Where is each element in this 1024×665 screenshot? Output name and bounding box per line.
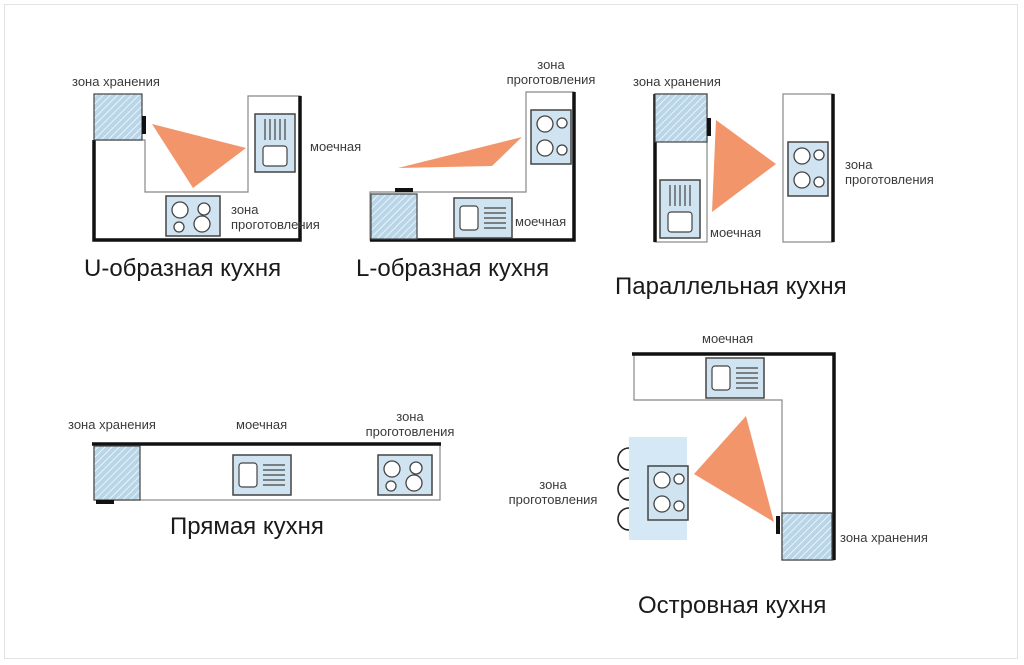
u-kitchen-title: U-образная кухня (84, 255, 282, 282)
parallel-sink-label: моечная (710, 225, 762, 240)
straight-kitchen-title: Прямая кухня (170, 513, 324, 540)
u-hob (165, 195, 221, 237)
l-storage-cabinet (370, 193, 418, 240)
straight-sink (232, 454, 292, 496)
l-sink (453, 197, 513, 239)
straight-cooking-label: зона проготовления (365, 409, 455, 439)
parallel-cooking-label: зона проготовления (845, 157, 934, 187)
island-work-triangle (694, 416, 774, 522)
island-sink (705, 357, 765, 399)
parallel-storage-label: зона хранения (633, 74, 721, 89)
parallel-sink (659, 179, 701, 239)
u-cooking-label: зона проготовления (231, 202, 320, 232)
parallel-kitchen-plan (653, 93, 835, 243)
diagram-frame (4, 4, 1018, 659)
straight-storage-label: зона хранения (68, 417, 156, 432)
straight-kitchen-plan (92, 442, 441, 504)
u-storage-cabinet (93, 93, 143, 141)
parallel-storage-cabinet (654, 93, 708, 143)
island-cooking-label: зона проготовления (508, 477, 598, 507)
island-sink-label: моечная (702, 331, 754, 346)
straight-storage-cabinet (93, 445, 141, 501)
island-storage-label: зона хранения (840, 530, 928, 545)
u-kitchen-plan (92, 93, 302, 242)
island-kitchen-plan (617, 352, 836, 561)
u-storage-label: зона хранения (72, 74, 160, 89)
bar-stools (617, 447, 630, 531)
parallel-kitchen-title: Параллельная кухня (615, 273, 847, 300)
l-hob (530, 109, 572, 165)
straight-sink-label: моечная (236, 417, 288, 432)
parallel-work-triangle (712, 120, 776, 212)
l-kitchen-plan (369, 91, 576, 242)
u-work-triangle (152, 124, 246, 188)
straight-hob (377, 454, 433, 496)
l-cooking-label: зона проготовления (506, 57, 596, 87)
l-sink-label: моечная (515, 214, 567, 229)
island-storage-cabinet (781, 512, 833, 561)
parallel-hob (787, 141, 829, 197)
l-kitchen-title: L-образная кухня (356, 255, 550, 282)
island-hob (647, 465, 689, 521)
u-sink-label: моечная (310, 139, 362, 154)
l-work-triangle (398, 137, 522, 168)
island-kitchen-title: Островная кухня (638, 592, 827, 619)
u-sink (254, 113, 296, 173)
